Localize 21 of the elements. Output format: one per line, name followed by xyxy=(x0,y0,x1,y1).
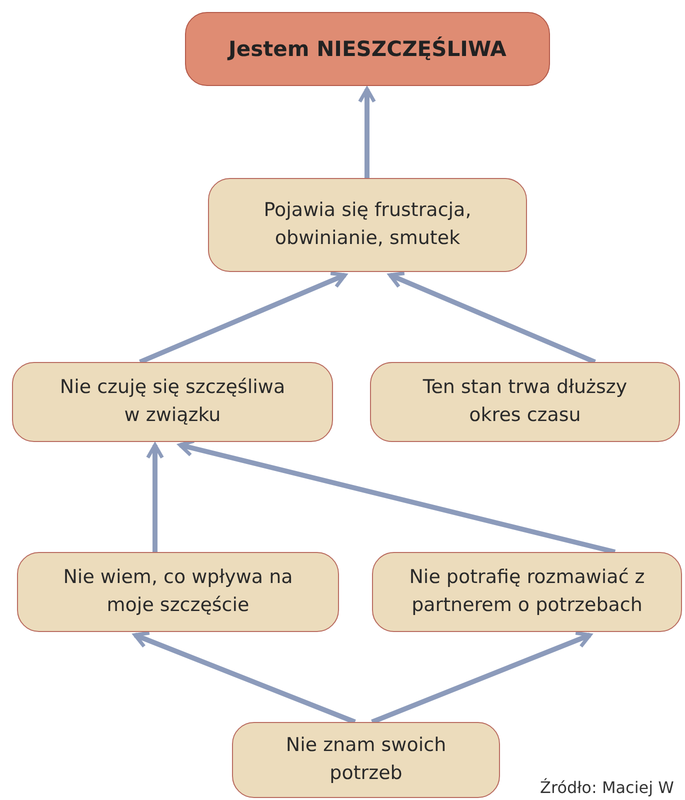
node-text: Nie wiem, co wpływa na moje szczęście xyxy=(62,565,294,618)
arrow xyxy=(371,631,592,724)
node-text: Nie potrafię rozmawiać z partnerem o potrzebach xyxy=(408,565,646,618)
cause-box xyxy=(372,552,682,632)
arrow xyxy=(139,272,347,364)
arrow xyxy=(388,272,596,364)
arrow xyxy=(146,443,164,552)
cause-box xyxy=(232,722,500,798)
node-text: Nie czuję się szczęśliwa w związku xyxy=(58,375,286,428)
cause-box xyxy=(17,552,339,632)
node-text: Pojawia się frustracja, obwinianie, smutek xyxy=(262,198,472,251)
node-text: Ten stan trwa dłuższy okres czasu xyxy=(422,375,628,428)
arrow xyxy=(358,87,376,178)
cause-box xyxy=(12,362,333,442)
source-note: Źródło: Maciej W xyxy=(540,778,674,797)
arrow xyxy=(133,631,356,724)
node-text: Jestem NIESZCZĘŚLIWA xyxy=(228,36,506,63)
cause-box xyxy=(208,178,527,272)
cause-box xyxy=(370,362,680,442)
node-text: Nie znam swoich potrzeb xyxy=(284,733,448,786)
result-box xyxy=(185,12,550,86)
